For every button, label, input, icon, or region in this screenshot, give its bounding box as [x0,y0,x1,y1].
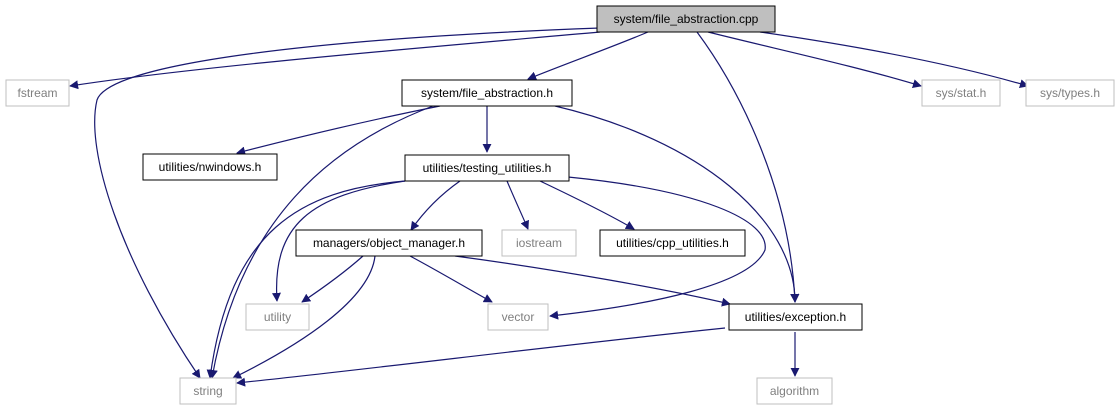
node-sys-types-h[interactable]: sys/types.h [1025,79,1115,107]
node-label: sys/types.h [1040,86,1100,100]
node-label: utilities/exception.h [745,310,846,324]
node-nwindows-h[interactable]: utilities/nwindows.h [142,153,278,181]
node-label: managers/object_manager.h [313,236,465,250]
edge-root-to-string [94,27,601,379]
node-label: utilities/nwindows.h [159,160,262,174]
edge-testing-to-cpp-utils [539,180,635,230]
node-label: string [193,384,222,398]
edge-root-to-sys-types [759,31,1029,89]
nodes: system/file_abstraction.cpp fstream syst… [5,5,1115,405]
node-object-manager-h[interactable]: managers/object_manager.h [295,229,483,257]
edge-fa-h-to-nwindows [236,105,441,156]
node-utility[interactable]: utility [245,303,310,331]
node-iostream[interactable]: iostream [501,229,577,257]
edge-root-to-exception [696,31,800,303]
node-fstream[interactable]: fstream [5,79,70,107]
edge-testing-to-iostream [506,180,529,230]
edge-root-to-sys-stat [707,31,922,88]
edge-object-manager-to-vector [409,255,493,303]
node-label: utilities/testing_utilities.h [423,161,552,175]
edges [69,27,1029,387]
node-label: algorithm [770,384,819,398]
node-file-abstraction-h[interactable]: system/file_abstraction.h [401,79,573,107]
node-label: utility [264,310,291,324]
edge-object-manager-to-string [232,255,376,379]
node-sys-stat-h[interactable]: sys/stat.h [921,79,1001,107]
edge-testing-to-string [206,180,406,379]
node-vector[interactable]: vector [487,303,549,331]
node-label: vector [502,310,535,324]
node-label: iostream [516,236,562,250]
node-exception-h[interactable]: utilities/exception.h [728,303,863,331]
node-label: sys/stat.h [936,86,987,100]
edge-fa-h-to-string [208,105,434,379]
edge-root-to-fstream [69,31,601,90]
node-algorithm[interactable]: algorithm [756,377,833,405]
edge-exception-to-string [236,327,726,387]
edge-root-to-fa-h [527,31,649,81]
node-testing-utilities-h[interactable]: utilities/testing_utilities.h [404,154,570,182]
edge-testing-to-object-manager [410,180,461,231]
edge-fa-h-to-exception [554,105,800,303]
node-label: fstream [17,86,57,100]
node-label: utilities/cpp_utilities.h [616,236,729,250]
node-string[interactable]: string [179,377,237,405]
node-label: system/file_abstraction.cpp [614,12,759,26]
edge-testing-to-utility [271,180,406,302]
edge-testing-to-vector [549,176,766,320]
edge-object-manager-to-utility [301,255,364,303]
edge-object-manager-to-exception [454,255,731,307]
node-cpp-utilities-h[interactable]: utilities/cpp_utilities.h [599,229,746,257]
node-file-abstraction-cpp[interactable]: system/file_abstraction.cpp [596,5,776,33]
node-label: system/file_abstraction.h [421,86,553,100]
